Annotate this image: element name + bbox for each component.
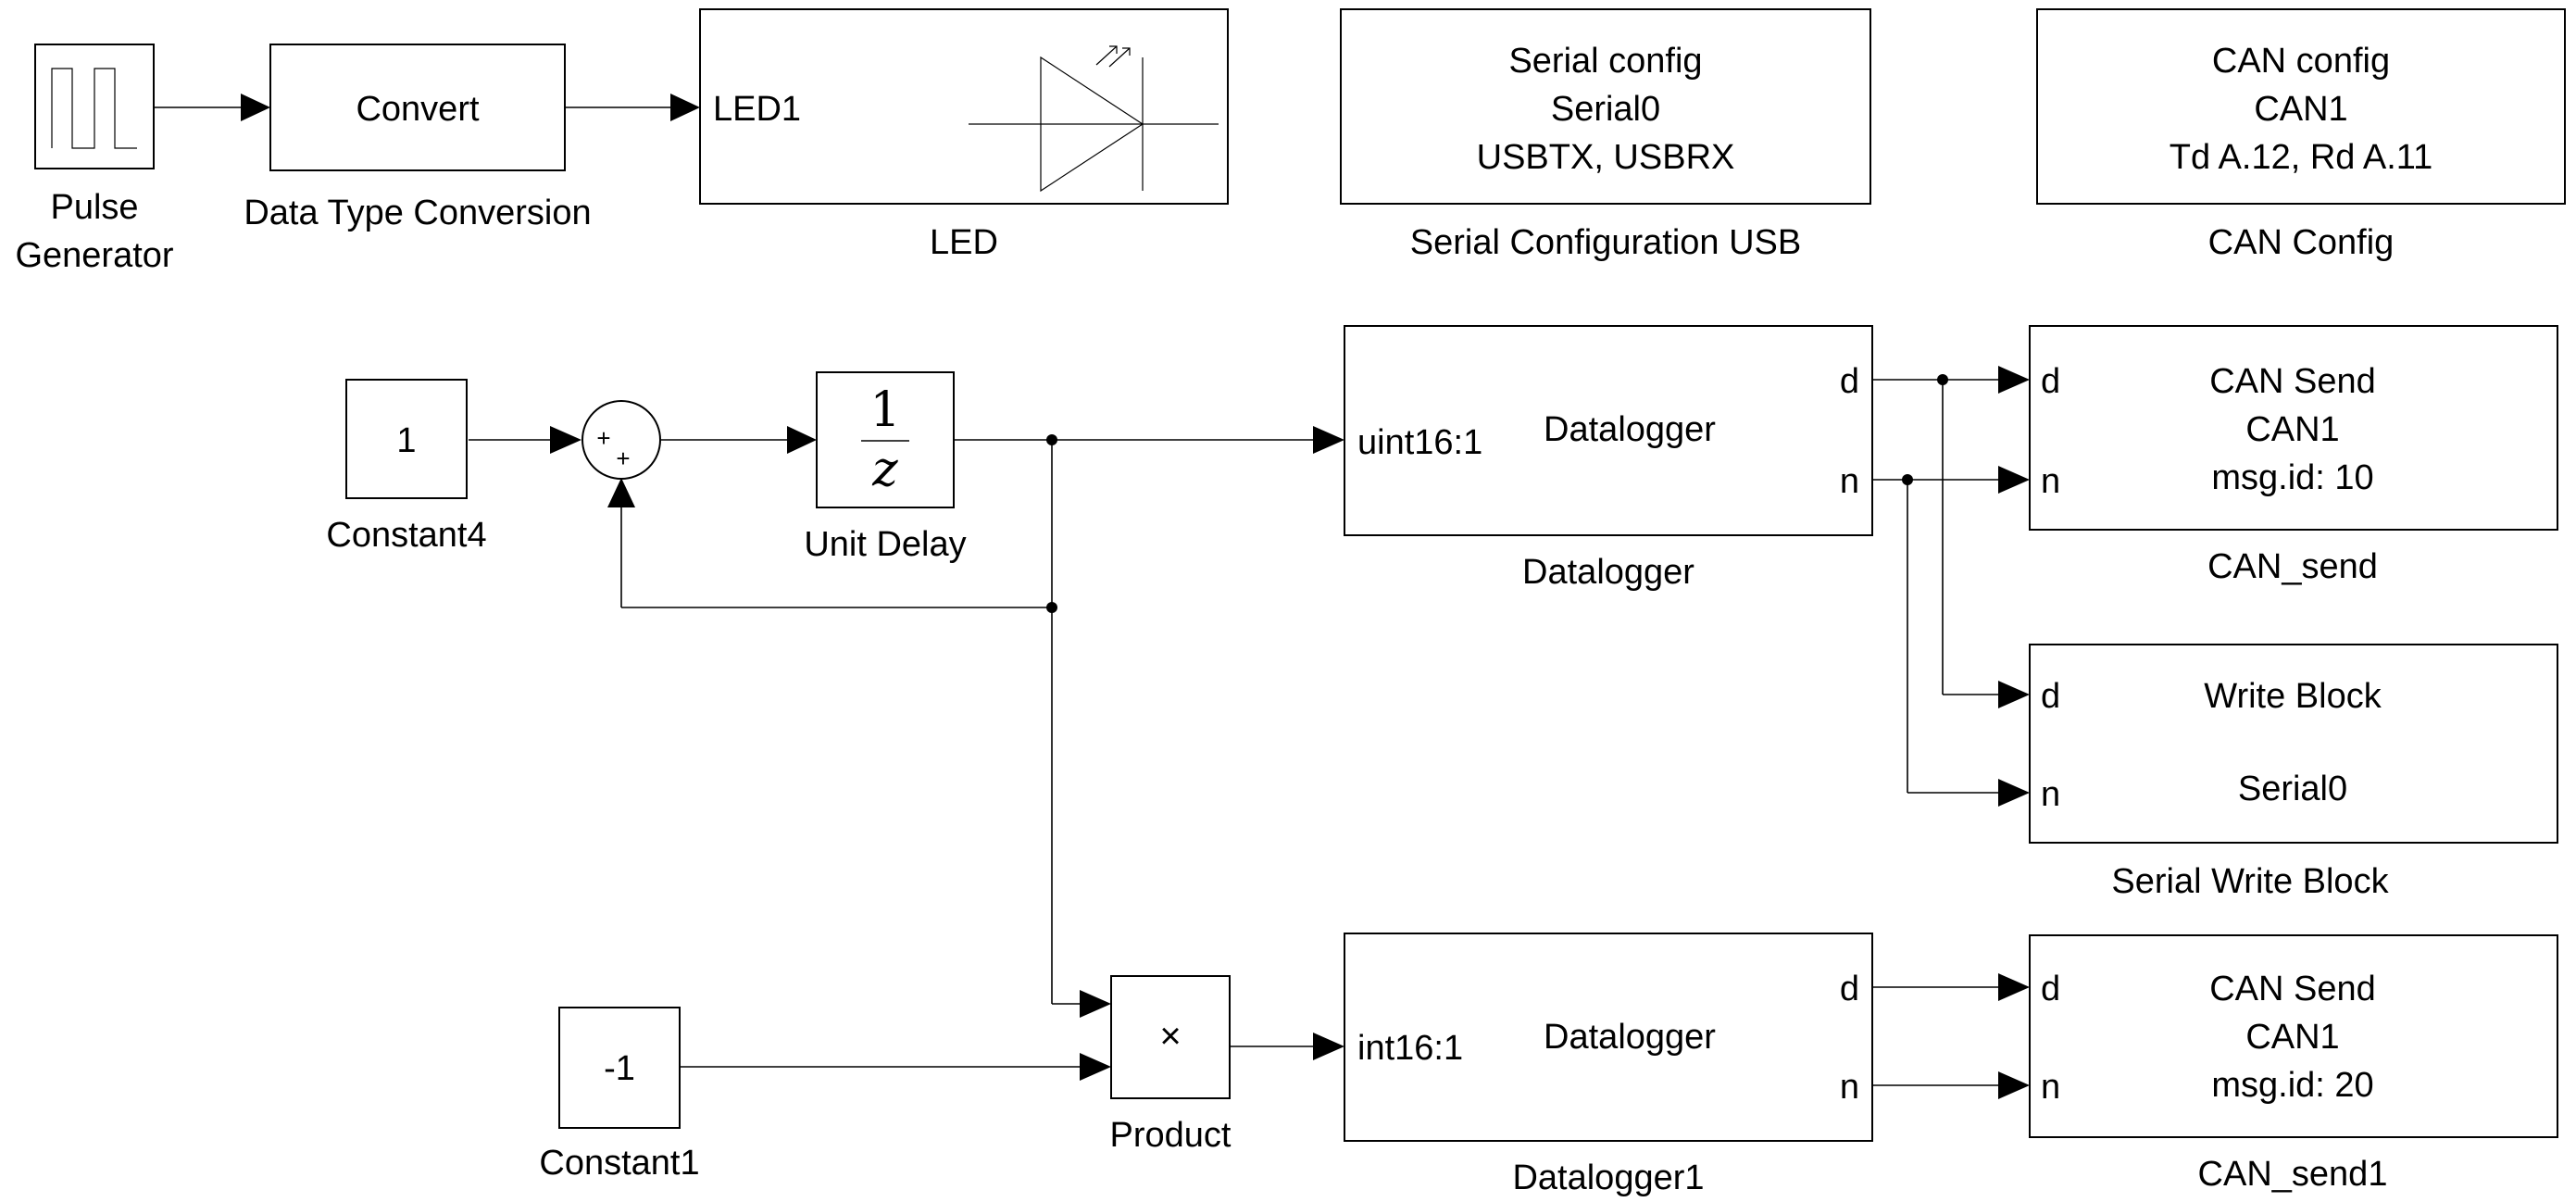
can-send1-in-port-n: n [2041,1068,2060,1107]
arrowhead [1080,1053,1111,1081]
can-send1-block[interactable]: CAN Send CAN1 msg.id: 20 d n CAN_send1 [2029,934,2558,1194]
arrowhead [1080,990,1111,1018]
led-block[interactable]: LED1 LED [699,8,1229,262]
can-send-label: CAN_send [2207,547,2378,586]
arrowhead [550,426,581,454]
serial-config-block[interactable]: Serial config Serial0 USBTX, USBRX Seria… [1340,8,1871,262]
datalogger-in-port: uint16:1 [1357,423,1482,462]
can-send-line3: msg.id: 10 [2211,458,2373,497]
serial-write-line2: Serial0 [2238,770,2347,808]
can-config-line2: CAN1 [2254,90,2347,129]
serial-config-line2: Serial0 [1551,90,1660,129]
sum-sign-2: + [616,444,630,472]
branch-point [1902,474,1913,485]
led-port-label: LED1 [713,90,801,129]
can-send1-line1: CAN Send [2209,970,2376,1008]
serial-write-in-port-n: n [2041,775,2060,814]
datalogger-block[interactable]: Datalogger uint16:1 d n Datalogger [1344,325,1873,592]
pulse-generator-label-line: Generator [15,236,173,275]
can-send1-line3: msg.id: 20 [2211,1066,2373,1105]
serial-config-line3: USBTX, USBRX [1477,138,1735,177]
constant1-label: Constant1 [539,1144,699,1183]
arrowhead [787,426,817,454]
unit-delay-denominator: z [871,442,898,497]
constant1-block[interactable]: -1 Constant1 [539,1007,700,1183]
can-config-block[interactable]: CAN config CAN1 Td A.12, Rd A.11 CAN Con… [2036,8,2566,262]
datalogger1-in-port: int16:1 [1357,1029,1463,1068]
branch-points [1046,374,1948,613]
arrowhead [1313,1033,1344,1060]
datalogger-out-port-d: d [1840,362,1859,401]
serial-config-line1: Serial config [1508,42,1702,81]
datalogger1-out-port-n: n [1840,1068,1859,1107]
led-label: LED [930,223,998,262]
arrowhead [1998,366,2030,394]
constant1-value: -1 [604,1049,635,1088]
arrowhead [1998,779,2030,807]
datalogger1-title: Datalogger [1544,1018,1716,1057]
data-type-conversion-block[interactable]: Convert Data Type Conversion [244,44,592,232]
arrowhead [1998,973,2030,1001]
can-send1-line2: CAN1 [2245,1018,2339,1057]
can-config-line3: Td A.12, Rd A.11 [2170,138,2432,177]
can-send-in-port-n: n [2041,462,2060,501]
can-send1-label: CAN_send1 [2198,1155,2388,1194]
pulse-wave-icon [51,68,137,149]
arrowhead [607,478,635,507]
datalogger-title: Datalogger [1544,410,1716,449]
datalogger-out-port-n: n [1840,462,1859,501]
arrowhead [241,94,270,121]
can-send-line2: CAN1 [2245,410,2339,449]
signal-wires [154,94,2030,1099]
unit-delay-numerator: 1 [869,382,900,438]
arrowhead [670,94,700,121]
data-type-conversion-label: Data Type Conversion [244,194,591,232]
serial-write-line1: Write Block [2204,677,2382,716]
serial-write-in-port-d: d [2041,677,2060,716]
can-send-in-port-d: d [2041,362,2060,401]
arrowhead [1998,466,2030,494]
datalogger1-out-port-d: d [1840,970,1859,1008]
can-config-line1: CAN config [2212,42,2390,81]
datalogger1-block[interactable]: Datalogger int16:1 d n Datalogger1 [1344,933,1873,1197]
branch-point [1046,602,1057,613]
multiply-icon: × [1159,1016,1181,1057]
branch-point [1046,434,1057,445]
unit-delay-label: Unit Delay [804,525,966,564]
can-send1-in-port-d: d [2041,970,2060,1008]
sum-block[interactable]: + + [581,400,661,480]
can-send-line1: CAN Send [2209,362,2376,401]
constant4-value: 1 [396,421,416,460]
serial-config-label: Serial Configuration USB [1410,223,1801,262]
constant4-label: Constant4 [326,516,486,555]
branch-point [1937,374,1948,385]
diode-icon [969,45,1219,193]
unit-delay-block[interactable]: 1 z Unit Delay [804,371,967,564]
arrowhead [1998,681,2030,708]
datalogger1-label: Datalogger1 [1512,1158,1704,1197]
serial-write-label: Serial Write Block [2111,862,2389,901]
convert-content: Convert [356,90,479,129]
can-config-label: CAN Config [2208,223,2395,262]
arrowhead [1998,1071,2030,1099]
datalogger-label: Datalogger [1522,553,1694,592]
product-block[interactable]: × Product [1110,975,1232,1155]
constant4-block[interactable]: 1 Constant4 [326,379,487,555]
pulse-generator-label-line: Pulse [50,188,138,227]
sum-sign-1: + [596,424,610,452]
arrowhead [1313,426,1344,454]
serial-write-block[interactable]: Write Block Serial0 d n Serial Write Blo… [2029,644,2558,901]
product-label: Product [1110,1116,1232,1155]
can-send-block[interactable]: CAN Send CAN1 msg.id: 10 d n CAN_send [2029,325,2558,586]
